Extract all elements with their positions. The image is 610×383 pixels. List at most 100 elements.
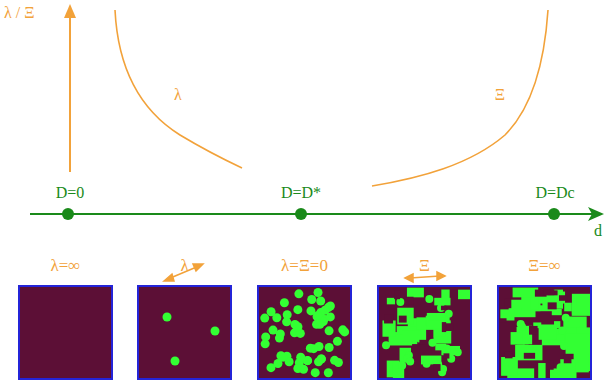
- axis-dot: [62, 208, 74, 220]
- cluster: [574, 352, 589, 372]
- cluster: [511, 332, 525, 345]
- hole: [443, 353, 449, 358]
- d-axis: [30, 213, 592, 215]
- axis-label: d: [594, 222, 602, 240]
- particle: [211, 327, 220, 336]
- particle: [423, 360, 431, 368]
- d-axis-arrowhead: [588, 207, 604, 221]
- particle: [313, 311, 322, 320]
- particle: [283, 310, 292, 319]
- axis-dot: [295, 208, 307, 220]
- particle: [326, 312, 335, 321]
- particle: [425, 295, 433, 303]
- particle: [558, 327, 566, 335]
- state-label: λ=∞: [51, 256, 81, 275]
- hole: [505, 352, 513, 359]
- particle: [406, 358, 414, 366]
- curve-label: Ξ: [495, 86, 505, 104]
- particle: [280, 298, 289, 307]
- vertical-axis: [69, 14, 71, 172]
- particle: [293, 305, 302, 314]
- arrowhead: [405, 274, 413, 282]
- point-label: D=Dc: [535, 184, 574, 202]
- particle: [316, 296, 325, 305]
- particle: [560, 342, 568, 350]
- state-label: Ξ: [419, 256, 430, 275]
- particle: [311, 368, 320, 377]
- hole: [548, 302, 557, 309]
- particle: [562, 314, 570, 322]
- axis-title: λ / Ξ: [4, 4, 35, 22]
- particle: [445, 310, 453, 318]
- particle: [261, 339, 270, 348]
- hole: [433, 364, 440, 371]
- orange-axis: [69, 14, 71, 172]
- state-box: Ξ=∞: [497, 285, 592, 380]
- hole: [546, 360, 553, 369]
- hole: [441, 306, 446, 311]
- particle: [443, 344, 451, 352]
- hole: [442, 322, 446, 332]
- state-illustration: [379, 287, 470, 378]
- state-illustration: [20, 287, 111, 378]
- cluster: [441, 290, 449, 301]
- cluster: [407, 288, 424, 298]
- particle: [163, 313, 172, 322]
- particle: [299, 365, 308, 374]
- hole: [405, 297, 414, 304]
- arrowhead: [164, 274, 174, 281]
- cluster: [397, 308, 413, 325]
- state-box: λ=∞: [18, 285, 113, 380]
- hole: [524, 353, 535, 359]
- particle: [325, 343, 334, 352]
- state-illustration: [139, 287, 230, 378]
- particle: [314, 288, 323, 297]
- particle: [382, 341, 390, 349]
- cluster: [572, 305, 590, 316]
- cluster: [513, 288, 539, 298]
- particle: [279, 353, 288, 362]
- particle: [557, 363, 565, 371]
- curve-label: λ: [174, 86, 182, 104]
- hole: [499, 318, 506, 323]
- state-label: λ: [180, 256, 188, 275]
- hole: [399, 316, 407, 323]
- hole: [559, 295, 568, 301]
- particle: [428, 339, 436, 347]
- particle: [275, 334, 284, 343]
- arrowhead: [437, 272, 445, 280]
- particle: [306, 344, 315, 353]
- state-label: λ=Ξ=0: [281, 256, 328, 275]
- cluster: [458, 290, 470, 300]
- particle: [340, 327, 349, 336]
- particle: [396, 298, 404, 306]
- particle: [267, 307, 276, 316]
- particle: [294, 289, 303, 298]
- point-label: D=0: [56, 184, 85, 202]
- hole: [394, 290, 400, 299]
- cluster: [515, 345, 542, 360]
- axis-dot: [548, 208, 560, 220]
- hole: [529, 326, 538, 335]
- lambda-curve: [115, 10, 242, 168]
- arrowhead: [193, 264, 203, 271]
- particle: [260, 314, 269, 323]
- particle: [333, 337, 342, 346]
- particle: [293, 322, 302, 331]
- particle: [398, 362, 406, 370]
- particle: [517, 320, 525, 328]
- cluster: [539, 324, 557, 339]
- state-label: Ξ=∞: [528, 256, 561, 275]
- state-box: λ=Ξ=0: [257, 285, 352, 380]
- axis-arrowhead: [64, 4, 76, 18]
- state-illustration: [499, 287, 590, 378]
- hole: [564, 355, 572, 363]
- point-label: D=D*: [281, 184, 321, 202]
- particle: [312, 320, 321, 329]
- cluster: [566, 333, 590, 353]
- particle: [454, 348, 462, 356]
- hole: [544, 289, 551, 295]
- xi-arrow: [410, 276, 440, 278]
- xi-curve: [372, 10, 548, 186]
- cluster: [564, 303, 572, 312]
